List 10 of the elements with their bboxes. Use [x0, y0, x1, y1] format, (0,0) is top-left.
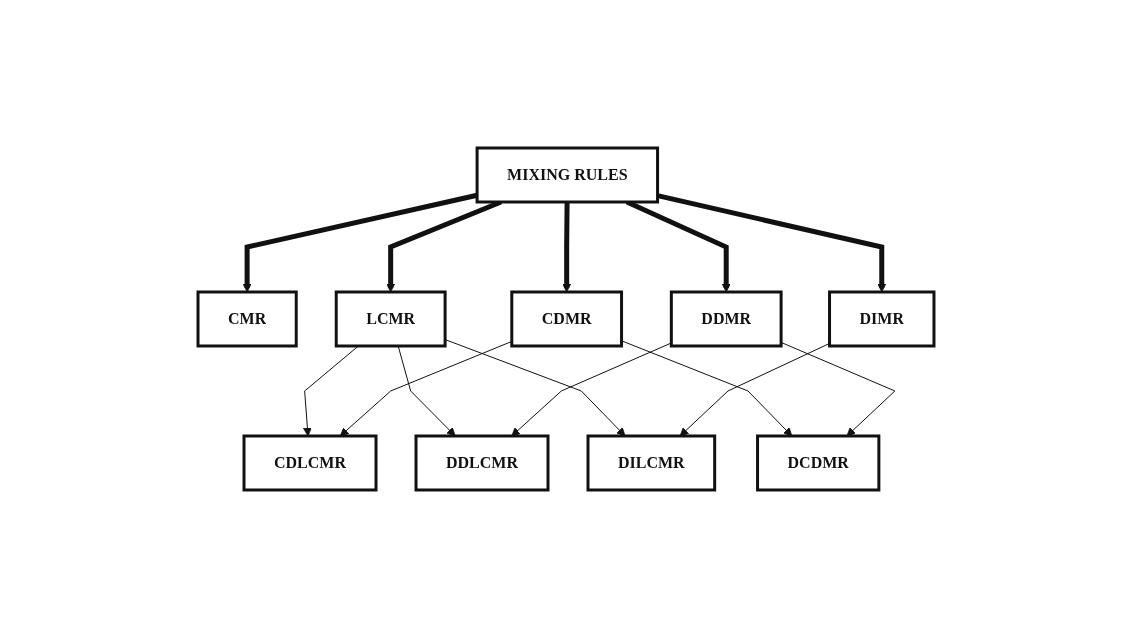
node-box: CDLCMR: [242, 434, 378, 492]
node-box: CMR: [196, 290, 298, 348]
node-box: DIMR: [828, 290, 936, 348]
node-box: LCMR: [334, 290, 447, 348]
node-box: DCDMR: [756, 434, 881, 492]
node-box: DILCMR: [586, 434, 717, 492]
node-box: CDMR: [510, 290, 624, 348]
node-box: DDMR: [669, 290, 783, 348]
node-box: MIXING RULES: [475, 146, 660, 204]
node-box: DDLCMR: [414, 434, 550, 492]
